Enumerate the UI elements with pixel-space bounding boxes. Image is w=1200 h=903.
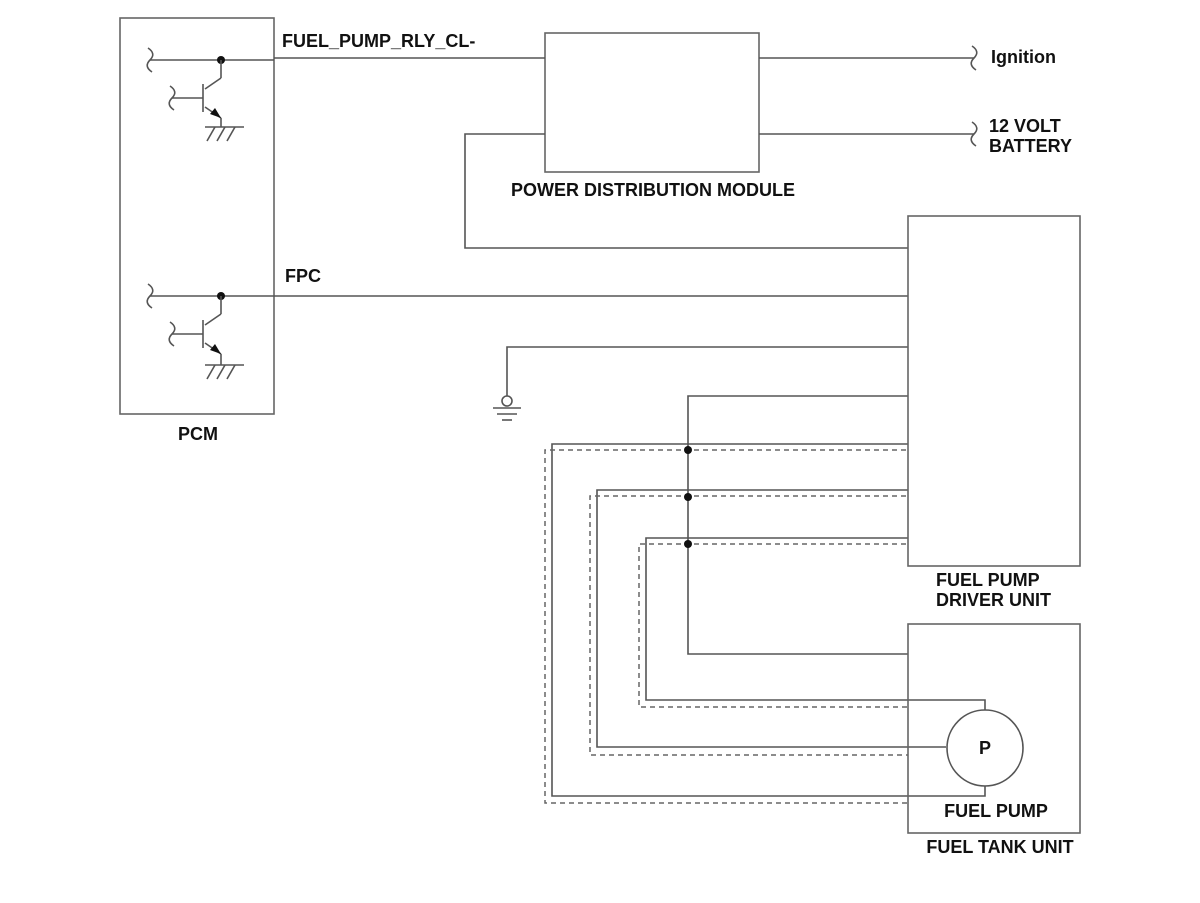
pcm-transistor-lower xyxy=(146,283,274,380)
junction-dot xyxy=(684,493,692,501)
junction-dot xyxy=(684,446,692,454)
battery-wire xyxy=(759,121,978,147)
pump-symbol-letter: P xyxy=(979,738,991,758)
fuel-tank-unit-box xyxy=(907,623,1081,834)
pump-ground-wire xyxy=(687,395,908,655)
relay-signal-label: FUEL_PUMP_RLY_CL- xyxy=(282,31,475,51)
battery-label-line1: 12 VOLT xyxy=(989,116,1061,136)
fuel-tank-unit-label: FUEL TANK UNIT xyxy=(926,837,1073,857)
driver-unit-label-line2: DRIVER UNIT xyxy=(936,590,1051,610)
ignition-wire xyxy=(759,45,978,71)
pcm-box xyxy=(119,17,275,415)
fuel-pump-driver-unit-box xyxy=(907,215,1081,567)
pdm-to-driver-supply-wire xyxy=(464,133,908,249)
pump-phase-wire-3 xyxy=(638,537,986,710)
junction-dot xyxy=(684,540,692,548)
ground-wire xyxy=(493,346,908,421)
driver-unit-label-line1: FUEL PUMP xyxy=(936,570,1040,590)
pcm-label: PCM xyxy=(178,424,218,444)
pump-phase-wire-2 xyxy=(589,489,946,756)
fuel-pump-motor-symbol xyxy=(946,709,1024,787)
power-distribution-module-label: POWER DISTRIBUTION MODULE xyxy=(511,180,795,200)
power-distribution-module-box xyxy=(544,32,760,173)
pump-phase-wire-1 xyxy=(544,443,986,804)
ignition-label: Ignition xyxy=(991,47,1056,67)
battery-label-line2: BATTERY xyxy=(989,136,1072,156)
pcm-transistor-upper xyxy=(146,47,274,142)
fpc-label: FPC xyxy=(285,266,321,286)
fuel-pump-label: FUEL PUMP xyxy=(944,801,1048,821)
